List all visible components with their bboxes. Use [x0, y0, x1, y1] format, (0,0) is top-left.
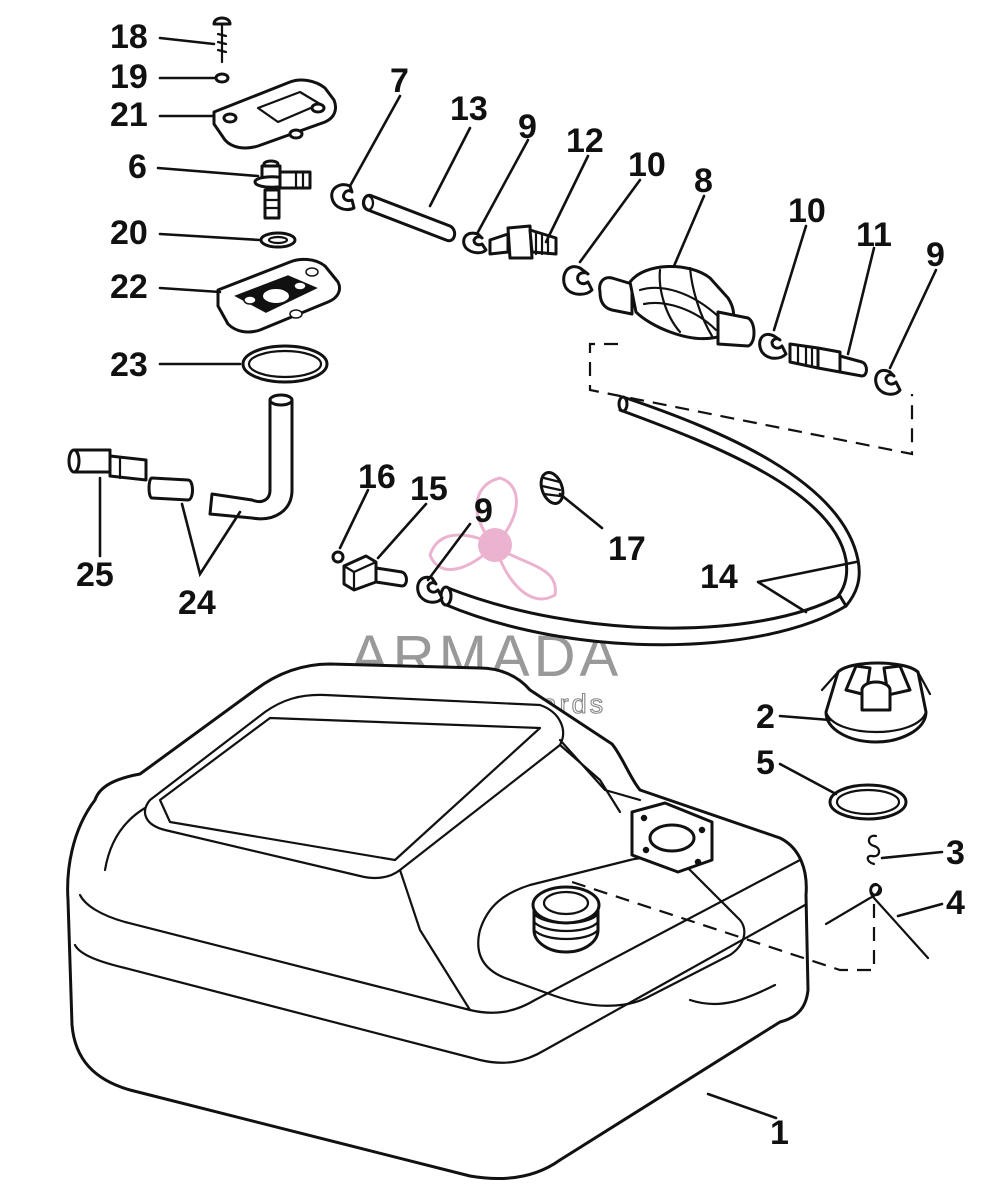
fuel-tank	[66, 662, 810, 1181]
callout-5: 5	[756, 744, 775, 782]
o-ring-16	[331, 550, 345, 564]
connector-11	[788, 342, 868, 378]
callout-12: 12	[566, 122, 604, 160]
s-hook	[866, 834, 881, 866]
callout-10-right: 10	[788, 192, 826, 230]
clamp-10-right	[758, 333, 788, 360]
callout-6: 6	[128, 148, 147, 186]
callout-24: 24	[178, 584, 216, 622]
hose-clamp-17	[539, 471, 565, 505]
large-o-ring	[241, 344, 329, 384]
fuel-filter	[67, 448, 148, 482]
clamp-9-right	[874, 369, 902, 396]
primer-bulb	[598, 265, 756, 348]
callout-7: 7	[390, 62, 409, 100]
callout-14: 14	[700, 558, 738, 596]
callout-25: 25	[76, 556, 114, 594]
callout-9-connector: 9	[474, 492, 493, 530]
callout-18: 18	[110, 18, 148, 56]
pickup-tube	[147, 393, 294, 521]
leader-lines	[98, 36, 944, 1120]
callout-9-primer-left: 9	[518, 108, 537, 146]
callout-20: 20	[110, 214, 148, 252]
callout-22: 22	[110, 268, 148, 306]
hose-13	[361, 193, 457, 243]
callout-1: 1	[770, 1114, 789, 1152]
callout-16: 16	[358, 458, 396, 496]
callout-labels: 18 19 21 6 20 22 23 25 24 7 13 9 12 10 8…	[76, 18, 965, 1152]
screw	[212, 16, 232, 64]
callout-10-left: 10	[628, 146, 666, 184]
filler-cap	[820, 661, 932, 744]
lock-washer	[214, 72, 230, 84]
callout-17: 17	[608, 530, 646, 568]
fuel-fitting-elbow	[253, 159, 312, 220]
callout-19: 19	[110, 58, 148, 96]
callout-23: 23	[110, 346, 148, 384]
sender-gasket-plate	[216, 257, 342, 334]
callout-8: 8	[694, 162, 713, 200]
clamp-10-left	[562, 265, 594, 296]
propeller-logo	[428, 476, 557, 601]
callout-11: 11	[856, 216, 892, 254]
connector-15	[342, 554, 408, 592]
clamp-9-upper	[462, 231, 488, 255]
clamp-7	[330, 183, 356, 212]
callout-9-primer-right: 9	[926, 236, 945, 274]
callout-3: 3	[946, 834, 965, 872]
clamp-9-lower	[416, 575, 444, 604]
callout-2: 2	[756, 698, 775, 736]
retainer-cable	[824, 882, 930, 960]
fuel-hose	[439, 395, 861, 647]
callout-13: 13	[450, 90, 488, 128]
clamp-plate	[212, 78, 338, 150]
callout-4: 4	[946, 884, 965, 922]
callout-21: 21	[110, 96, 148, 134]
o-ring-small	[259, 231, 297, 249]
callout-15: 15	[410, 470, 448, 508]
